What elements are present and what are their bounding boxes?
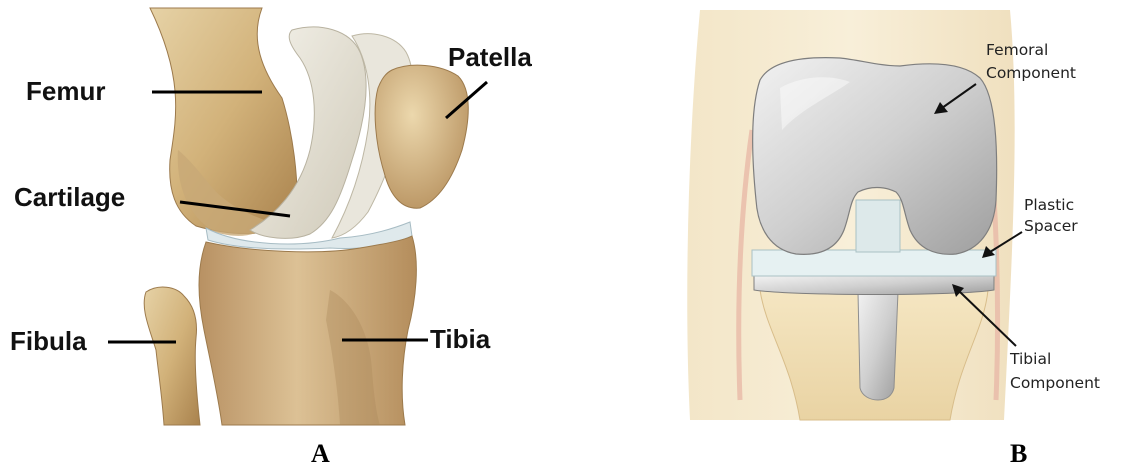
fibula-bone	[144, 287, 200, 425]
patella-label: Patella	[448, 42, 532, 72]
tibial-component-label-line1: Tibial	[1009, 350, 1051, 368]
plastic-spacer	[752, 250, 996, 276]
femoral-component-label-line1: Femoral	[986, 41, 1048, 59]
tibia-bone	[199, 236, 416, 425]
femur-label: Femur	[26, 76, 105, 106]
tibial-stem	[858, 292, 898, 400]
spacer-post	[856, 200, 900, 252]
fibula-label: Fibula	[10, 326, 87, 356]
panel-a-letter: A	[311, 439, 330, 467]
cartilage-label: Cartilage	[14, 182, 125, 212]
panel-a: Femur Patella Cartilage Fibula Tibia A	[10, 8, 532, 467]
panel-b: Femoral Component Plastic Spacer Tibial …	[687, 10, 1100, 467]
plastic-spacer-label-line1: Plastic	[1024, 196, 1074, 214]
tibia-label: Tibia	[430, 324, 491, 354]
tibial-component-label-line2: Component	[1010, 374, 1100, 392]
patella-bone	[375, 65, 468, 208]
femoral-component-label-line2: Component	[986, 64, 1076, 82]
panel-b-letter: B	[1010, 439, 1027, 467]
plastic-spacer-label-line2: Spacer	[1024, 217, 1078, 235]
